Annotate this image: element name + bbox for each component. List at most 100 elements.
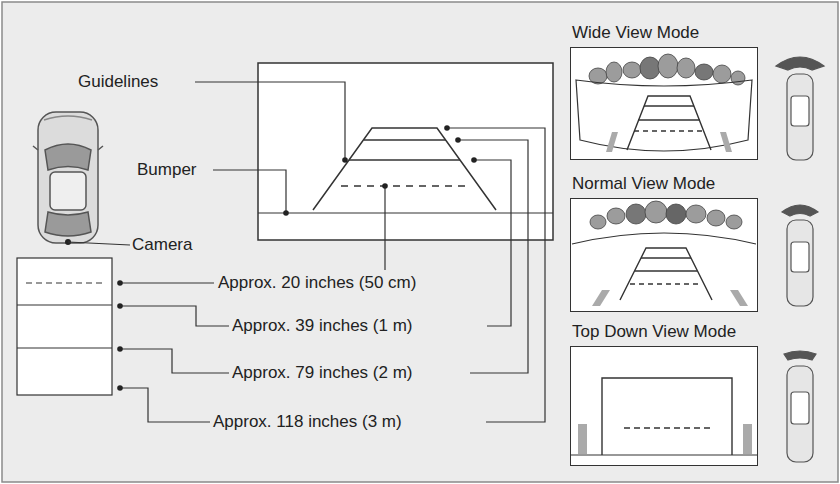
car-illustration-part bbox=[45, 144, 91, 170]
top-down-view-panel-part bbox=[602, 378, 732, 455]
leader-lines-part bbox=[120, 306, 229, 326]
car-illustration-part bbox=[33, 146, 103, 150]
wide-view-panel-part bbox=[606, 132, 618, 152]
wide-view-panel-part-part bbox=[713, 65, 731, 83]
camera-screen-part bbox=[258, 212, 553, 213]
normal-view-panel-part bbox=[590, 201, 742, 229]
leader-lines-part bbox=[474, 160, 511, 326]
car-illustration-part bbox=[45, 212, 91, 236]
leader-dots-part bbox=[283, 210, 289, 216]
distance-zones bbox=[17, 258, 112, 395]
leader-dots-part bbox=[117, 280, 123, 286]
leader-lines-part bbox=[120, 282, 214, 283]
normal-view-panel bbox=[570, 198, 758, 312]
normal-view-panel-part bbox=[570, 198, 758, 312]
top-down-view-panel-part bbox=[570, 346, 758, 466]
view-mode-car-icons-part bbox=[791, 96, 809, 126]
callout-label: Bumper bbox=[137, 159, 197, 181]
normal-view-panel-part bbox=[730, 290, 748, 306]
wide-view-panel-part bbox=[644, 105, 694, 106]
normal-view-panel-part-part bbox=[707, 210, 725, 226]
camera-marker bbox=[65, 239, 130, 245]
panel-heading: Wide View Mode bbox=[572, 23, 699, 43]
wide-view-panel-part bbox=[576, 80, 752, 151]
car-illustration bbox=[33, 112, 103, 243]
wide-view-panel-part-part bbox=[623, 62, 641, 78]
view-mode-car-icons bbox=[776, 57, 824, 462]
callout-label: Camera bbox=[132, 234, 192, 256]
callout-label: Guidelines bbox=[78, 71, 158, 93]
wide-view-panel-part-part bbox=[640, 57, 660, 79]
view-mode-car-icons-part bbox=[787, 74, 813, 160]
top-down-view-panel-part bbox=[570, 454, 758, 455]
distance-zones-part bbox=[17, 258, 112, 395]
camera-screen-part bbox=[349, 159, 460, 161]
top-down-view-panel bbox=[570, 346, 758, 466]
wide-view-panel bbox=[570, 47, 758, 160]
leader-lines bbox=[120, 82, 545, 422]
car-illustration-part bbox=[50, 172, 86, 210]
normal-view-panel-part-part bbox=[590, 215, 606, 229]
leader-lines-part bbox=[120, 349, 229, 373]
camera-screen-part bbox=[341, 185, 466, 187]
camera-screen-part bbox=[258, 63, 553, 240]
leader-dots-part bbox=[342, 157, 348, 163]
view-mode-panel: Normal View Mode bbox=[570, 198, 758, 312]
leader-lines-part bbox=[195, 82, 345, 160]
normal-view-panel-part bbox=[635, 270, 697, 271]
wide-view-panel-part bbox=[634, 130, 704, 131]
distance-zones-part bbox=[17, 304, 112, 305]
camera-screen bbox=[258, 63, 553, 240]
wide-view-panel-part bbox=[589, 54, 745, 85]
panel-heading: Normal View Mode bbox=[572, 174, 715, 194]
view-mode-car-icons-part bbox=[787, 220, 813, 306]
view-mode-car-icons-part bbox=[791, 242, 809, 272]
wide-view-panel-part bbox=[570, 47, 758, 160]
leader-lines-part bbox=[447, 128, 545, 422]
view-mode-panel: Top Down View Mode bbox=[570, 346, 758, 466]
leader-dots bbox=[117, 125, 477, 391]
camera-screen-part bbox=[364, 139, 446, 141]
normal-view-panel-part bbox=[641, 257, 691, 258]
leader-dots-part bbox=[455, 137, 461, 143]
camera-marker-part bbox=[68, 242, 130, 245]
wide-view-panel-part-part bbox=[677, 58, 695, 78]
normal-view-panel-part bbox=[630, 283, 702, 284]
leader-lines-part bbox=[384, 186, 385, 270]
distance-zones-part bbox=[17, 347, 112, 348]
normal-view-panel-part-part bbox=[607, 208, 625, 224]
normal-view-panel-part-part bbox=[645, 201, 667, 223]
wide-view-panel-part bbox=[638, 119, 700, 120]
panel-heading: Top Down View Mode bbox=[572, 322, 736, 342]
distance-zones-part bbox=[26, 282, 104, 283]
normal-view-panel-part-part bbox=[726, 215, 742, 229]
leader-dots-part bbox=[471, 157, 477, 163]
normal-view-panel-part-part bbox=[626, 204, 646, 224]
leader-lines-part bbox=[120, 388, 210, 422]
view-mode-car-icons-part bbox=[784, 351, 816, 360]
view-mode-panel: Wide View Mode bbox=[570, 47, 758, 160]
wide-view-panel-part bbox=[720, 132, 732, 152]
dimension-label: Approx. 118 inches (3 m) bbox=[213, 411, 402, 433]
view-mode-car-icons-part bbox=[776, 57, 824, 70]
car-illustration-part bbox=[38, 112, 98, 243]
normal-view-panel-part-part bbox=[666, 204, 686, 224]
normal-view-panel-part-part bbox=[686, 205, 706, 223]
wide-view-panel-part-part bbox=[606, 62, 622, 82]
leader-dots-part bbox=[117, 346, 123, 352]
leader-dots-part bbox=[444, 125, 450, 131]
dimension-label: Approx. 39 inches (1 m) bbox=[232, 315, 412, 337]
top-down-view-panel-part bbox=[624, 427, 710, 428]
wide-view-panel-part-part bbox=[695, 64, 713, 80]
wide-view-panel-part bbox=[627, 96, 711, 150]
car-illustration-part bbox=[44, 116, 92, 120]
normal-view-panel-part bbox=[572, 233, 756, 244]
top-down-view-panel-part bbox=[578, 424, 587, 454]
leader-dots-part bbox=[117, 385, 123, 391]
leader-dots-part bbox=[117, 303, 123, 309]
leader-lines-part bbox=[213, 170, 286, 213]
wide-view-panel-part-part bbox=[658, 54, 678, 78]
view-mode-car-icons-part bbox=[782, 205, 818, 216]
